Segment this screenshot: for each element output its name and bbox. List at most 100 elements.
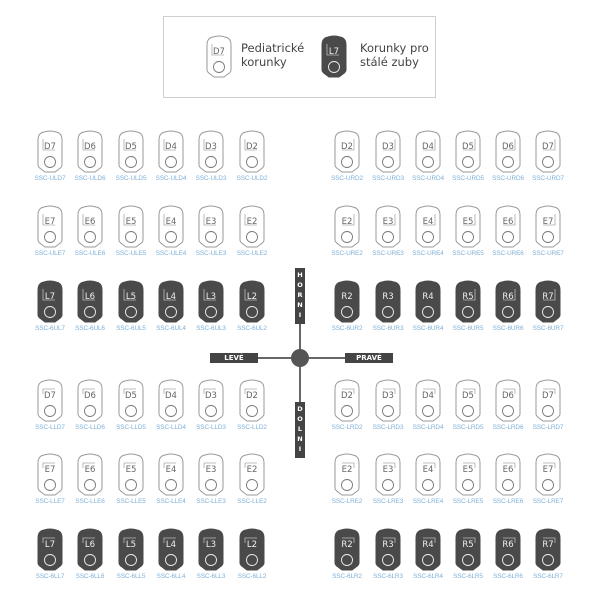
tooth-lower-left-E3[interactable]: E3 — [196, 453, 226, 497]
tooth-lower-right-R5[interactable]: R5 — [453, 528, 483, 572]
tooth-code-label: SSC-URD5 — [452, 175, 484, 182]
tooth-lower-left-D3[interactable]: D3 — [196, 379, 226, 423]
tooth-lower-left-D4[interactable]: D4 — [156, 379, 186, 423]
tooth-code-label: SSC-URD3 — [372, 175, 404, 182]
tooth-upper-right-R2[interactable]: R2 — [332, 280, 362, 324]
tooth-code-label: SSC-6UL2 — [237, 325, 267, 332]
tooth-lower-right-R6[interactable]: R6 — [493, 528, 523, 572]
tooth-upper-right-R3[interactable]: R3 — [373, 280, 403, 324]
tooth-upper-left-E5[interactable]: E5 — [116, 205, 146, 249]
tooth-lower-right-D2[interactable]: D2 — [332, 379, 362, 423]
tooth-crown-icon: L5 — [118, 528, 144, 571]
tooth-lower-right-D5[interactable]: D5 — [453, 379, 483, 423]
tooth-crown-icon: L6 — [77, 280, 103, 323]
tooth-upper-left-D4[interactable]: D4 — [156, 130, 186, 174]
svg-text:E7: E7 — [45, 217, 56, 227]
tooth-code-label: SSC-6UR7 — [532, 325, 564, 332]
tooth-upper-left-E3[interactable]: E3 — [196, 205, 226, 249]
tooth-code-label: SSC-6UR2 — [331, 325, 363, 332]
svg-text:E3: E3 — [206, 465, 217, 475]
tooth-upper-left-E4[interactable]: E4 — [156, 205, 186, 249]
tooth-upper-right-D6[interactable]: D6 — [493, 130, 523, 174]
tooth-crown-icon: R6 — [495, 528, 521, 571]
tooth-upper-left-E2[interactable]: E2 — [237, 205, 267, 249]
tooth-lower-left-E4[interactable]: E4 — [156, 453, 186, 497]
tooth-lower-left-L4[interactable]: L4 — [156, 528, 186, 572]
tooth-lower-right-E3[interactable]: E3 — [373, 453, 403, 497]
tooth-crown-icon: D2 — [334, 379, 360, 422]
tooth-lower-right-E6[interactable]: E6 — [493, 453, 523, 497]
tooth-upper-right-R7[interactable]: R7 — [533, 280, 563, 324]
tooth-upper-left-L2[interactable]: L2 — [237, 280, 267, 324]
tooth-upper-right-E6[interactable]: E6 — [493, 205, 523, 249]
tooth-upper-left-L5[interactable]: L5 — [116, 280, 146, 324]
tooth-upper-right-E5[interactable]: E5 — [453, 205, 483, 249]
tooth-upper-right-D2[interactable]: D2 — [332, 130, 362, 174]
svg-text:E3: E3 — [383, 465, 394, 475]
tooth-lower-right-R4[interactable]: R4 — [413, 528, 443, 572]
tooth-crown-icon: E5 — [118, 453, 144, 496]
tooth-upper-left-E6[interactable]: E6 — [75, 205, 105, 249]
tooth-upper-left-L4[interactable]: L4 — [156, 280, 186, 324]
tooth-upper-right-D3[interactable]: D3 — [373, 130, 403, 174]
tooth-lower-left-L6[interactable]: L6 — [75, 528, 105, 572]
svg-text:L4: L4 — [166, 540, 176, 550]
svg-text:E3: E3 — [383, 217, 394, 227]
tooth-lower-left-E5[interactable]: E5 — [116, 453, 146, 497]
tooth-upper-left-D2[interactable]: D2 — [237, 130, 267, 174]
tooth-upper-left-D3[interactable]: D3 — [196, 130, 226, 174]
tooth-code-label: SSC-LRD4 — [412, 424, 444, 431]
tooth-lower-right-R7[interactable]: R7 — [533, 528, 563, 572]
tooth-upper-right-D7[interactable]: D7 — [533, 130, 563, 174]
tooth-upper-left-L7[interactable]: L7 — [35, 280, 65, 324]
tooth-upper-left-D7[interactable]: D7 — [35, 130, 65, 174]
legend-pediatric-text: Pediatrické korunky — [241, 41, 304, 69]
svg-text:L3: L3 — [206, 292, 216, 302]
tooth-upper-left-L6[interactable]: L6 — [75, 280, 105, 324]
tooth-lower-right-E2[interactable]: E2 — [332, 453, 362, 497]
tooth-lower-right-D6[interactable]: D6 — [493, 379, 523, 423]
tooth-lower-left-D7[interactable]: D7 — [35, 379, 65, 423]
tooth-lower-right-E7[interactable]: E7 — [533, 453, 563, 497]
tooth-upper-left-L3[interactable]: L3 — [196, 280, 226, 324]
tooth-upper-left-D6[interactable]: D6 — [75, 130, 105, 174]
svg-text:E6: E6 — [503, 217, 514, 227]
tooth-lower-left-E2[interactable]: E2 — [237, 453, 267, 497]
svg-text:E4: E4 — [423, 217, 434, 227]
tooth-upper-right-R6[interactable]: R6 — [493, 280, 523, 324]
tooth-upper-left-D5[interactable]: D5 — [116, 130, 146, 174]
axis-label-top: HORNI — [295, 268, 305, 324]
tooth-lower-right-E5[interactable]: E5 — [453, 453, 483, 497]
tooth-lower-left-D2[interactable]: D2 — [237, 379, 267, 423]
tooth-upper-right-R4[interactable]: R4 — [413, 280, 443, 324]
tooth-lower-left-D5[interactable]: D5 — [116, 379, 146, 423]
svg-text:D4: D4 — [165, 391, 177, 401]
tooth-upper-right-D5[interactable]: D5 — [453, 130, 483, 174]
tooth-crown-icon: D2 — [334, 130, 360, 173]
svg-text:E6: E6 — [85, 465, 96, 475]
tooth-lower-right-D3[interactable]: D3 — [373, 379, 403, 423]
tooth-lower-right-R2[interactable]: R2 — [332, 528, 362, 572]
svg-text:R4: R4 — [422, 292, 433, 302]
tooth-lower-right-D7[interactable]: D7 — [533, 379, 563, 423]
tooth-lower-left-D6[interactable]: D6 — [75, 379, 105, 423]
tooth-upper-right-E3[interactable]: E3 — [373, 205, 403, 249]
tooth-upper-right-E2[interactable]: E2 — [332, 205, 362, 249]
tooth-lower-left-E6[interactable]: E6 — [75, 453, 105, 497]
tooth-upper-right-E4[interactable]: E4 — [413, 205, 443, 249]
svg-text:R7: R7 — [542, 292, 553, 302]
tooth-lower-left-L7[interactable]: L7 — [35, 528, 65, 572]
tooth-upper-right-D4[interactable]: D4 — [413, 130, 443, 174]
tooth-lower-left-L3[interactable]: L3 — [196, 528, 226, 572]
tooth-lower-left-E7[interactable]: E7 — [35, 453, 65, 497]
tooth-lower-right-R3[interactable]: R3 — [373, 528, 403, 572]
tooth-upper-right-R5[interactable]: R5 — [453, 280, 483, 324]
tooth-crown-icon: D6 — [77, 379, 103, 422]
tooth-lower-left-L2[interactable]: L2 — [237, 528, 267, 572]
tooth-lower-left-L5[interactable]: L5 — [116, 528, 146, 572]
tooth-lower-right-E4[interactable]: E4 — [413, 453, 443, 497]
tooth-crown-icon: E5 — [455, 453, 481, 496]
tooth-upper-right-E7[interactable]: E7 — [533, 205, 563, 249]
tooth-lower-right-D4[interactable]: D4 — [413, 379, 443, 423]
tooth-upper-left-E7[interactable]: E7 — [35, 205, 65, 249]
